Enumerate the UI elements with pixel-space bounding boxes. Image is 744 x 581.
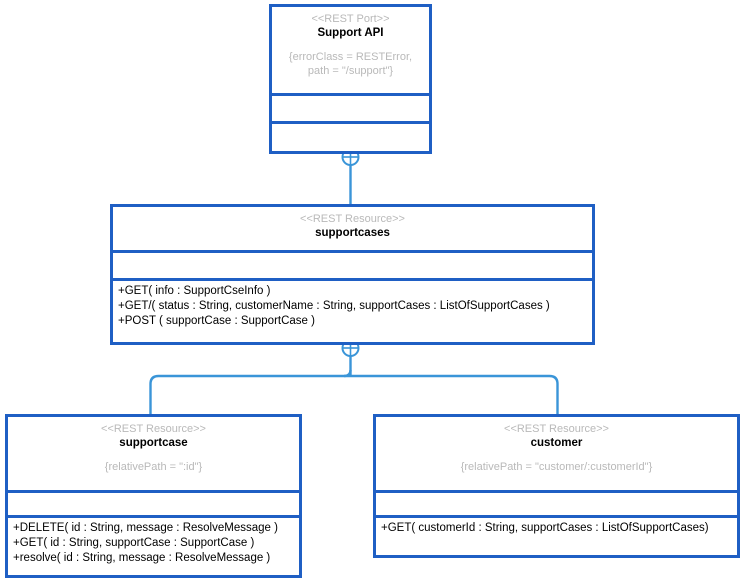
operation-row: +GET( info : SupportCseInfo ) [118, 285, 271, 297]
customer-stereotype: <<REST Resource>> [504, 423, 609, 435]
edge-supportcases-branch-join [343, 369, 352, 378]
support-api-tagged-values: {errorClass = RESTError, path = "/suppor… [288, 51, 413, 77]
supportcase-operations: +DELETE( id : String, message : ResolveM… [8, 515, 299, 575]
uml-class-support-api[interactable]: <<REST Port>> Support API {errorClass = … [269, 4, 432, 154]
uml-class-customer[interactable]: <<REST Resource>> customer {relativePath… [373, 414, 740, 558]
supportcases-stereotype: <<REST Resource>> [300, 213, 405, 225]
support-api-header: <<REST Port>> Support API {errorClass = … [272, 7, 429, 93]
edge-supportcases-children[interactable] [149, 349, 559, 418]
uml-class-supportcase[interactable]: <<REST Resource>> supportcase {relativeP… [5, 414, 302, 578]
supportcases-name: supportcases [315, 227, 390, 239]
operation-row: +GET/( status : String, customerName : S… [118, 300, 550, 312]
operation-row: +GET( customerId : String, supportCases … [381, 522, 709, 534]
supportcase-tagged-values: {relativePath = ":id"} [104, 461, 203, 473]
operation-row: +POST ( supportCase : SupportCase ) [118, 315, 315, 327]
customer-tagged-values: {relativePath = "customer/:customerId"} [460, 461, 653, 473]
supportcases-attributes [113, 250, 592, 278]
supportcase-attributes [8, 490, 299, 515]
support-api-operations [272, 121, 429, 151]
support-api-stereotype: <<REST Port>> [311, 13, 390, 25]
supportcases-operations: +GET( info : SupportCseInfo ) +GET/( sta… [113, 278, 592, 342]
support-api-attributes [272, 93, 429, 121]
operation-row: +DELETE( id : String, message : ResolveM… [13, 522, 278, 534]
customer-name: customer [530, 437, 583, 449]
supportcase-header: <<REST Resource>> supportcase {relativeP… [8, 417, 299, 490]
supportcase-stereotype: <<REST Resource>> [101, 423, 206, 435]
support-api-name: Support API [317, 27, 384, 39]
supportcases-header: <<REST Resource>> supportcases [113, 207, 592, 250]
uml-class-supportcases[interactable]: <<REST Resource>> supportcases +GET( inf… [110, 204, 595, 345]
customer-operations: +GET( customerId : String, supportCases … [376, 515, 737, 555]
customer-attributes [376, 490, 737, 515]
operation-row: +GET( id : String, supportCase : Support… [13, 537, 255, 549]
operation-row: +resolve( id : String, message : Resolve… [13, 552, 271, 564]
supportcase-name: supportcase [119, 437, 188, 449]
customer-header: <<REST Resource>> customer {relativePath… [376, 417, 737, 490]
